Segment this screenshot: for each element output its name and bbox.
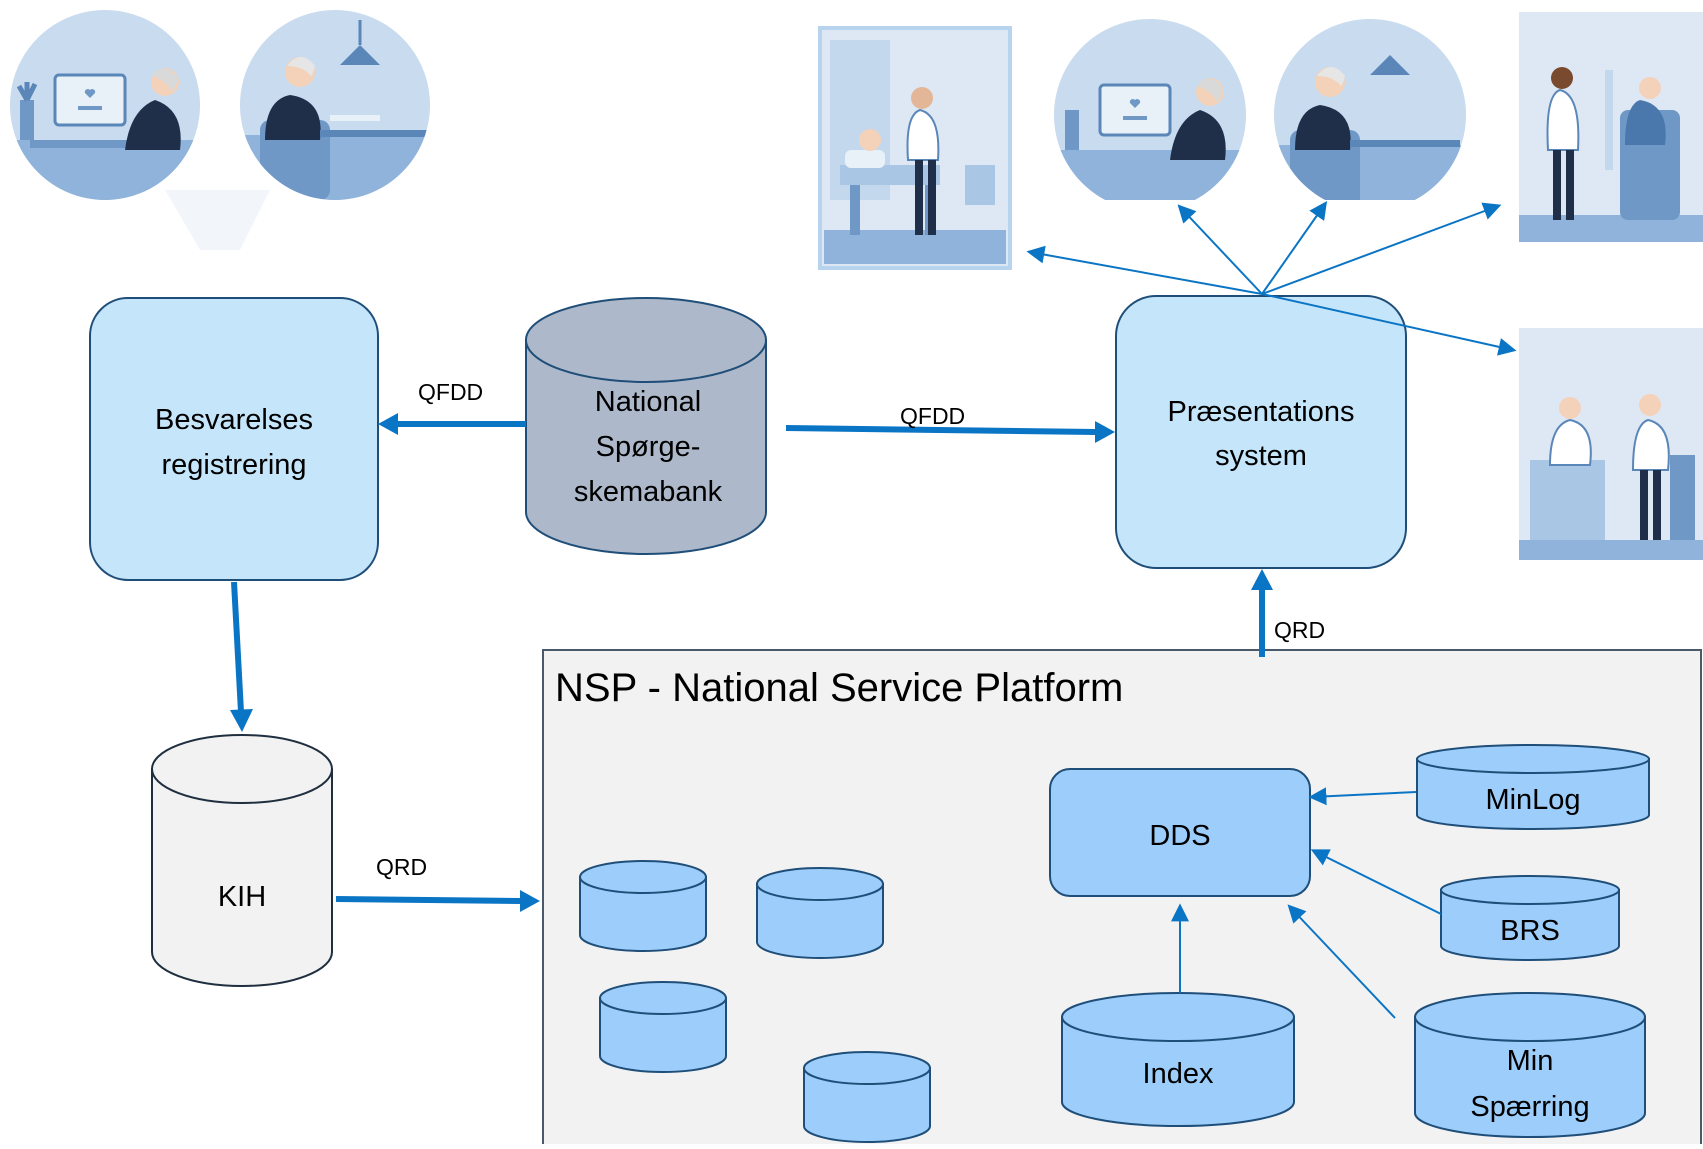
- nsp-storage-db-2: [756, 867, 884, 959]
- arrow-national-to-praesentation: [785, 421, 1115, 443]
- minlog-db[interactable]: MinLog: [1416, 744, 1650, 830]
- label-qrd-kih: QRD: [376, 854, 427, 880]
- dds-input-arrows: [1171, 787, 1442, 1019]
- arrow-besvarelse-to-kih: [230, 581, 253, 732]
- patient-writing-icon: [240, 10, 430, 200]
- national-label-1: National: [595, 386, 701, 418]
- doctor-with-patient-icon: [1519, 12, 1703, 242]
- patient-writing-icon-2: [1270, 19, 1470, 220]
- fanout-arrows: [1026, 201, 1517, 356]
- brs-db[interactable]: BRS: [1440, 875, 1620, 961]
- nsp-storage-db-4: [803, 1051, 931, 1143]
- min-spaerring-label-2: Spærring: [1470, 1091, 1589, 1123]
- national-label-2: Spørge-: [596, 431, 701, 463]
- arrow-national-to-besvarelse: [378, 413, 526, 435]
- doctor-consultation-icon: [1519, 328, 1703, 560]
- nurse-bedside-icon: [818, 26, 1012, 270]
- besvarelse-label-2: registrering: [161, 449, 306, 481]
- national-spoergeskemabank-db[interactable]: National Spørge- skemabank: [525, 297, 767, 555]
- praesentation-box[interactable]: Præsentations system: [1115, 295, 1407, 569]
- minlog-label: MinLog: [1485, 784, 1580, 816]
- nsp-storage-db-1: [579, 860, 707, 952]
- beam-decoration: [165, 190, 270, 250]
- patient-at-computer-icon-2: [1050, 19, 1250, 220]
- label-qfdd-left: QFDD: [418, 379, 483, 405]
- min-spaerring-label-1: Min: [1507, 1045, 1554, 1077]
- kih-label: KIH: [218, 881, 266, 913]
- min-spaerring-db[interactable]: Min Spærring: [1414, 992, 1646, 1138]
- dds-label: DDS: [1149, 820, 1210, 852]
- praesentation-label-2: system: [1215, 440, 1307, 472]
- besvarelse-label-1: Besvarelses: [155, 404, 313, 436]
- arrow-kih-to-nsp: [335, 890, 540, 912]
- label-qfdd-right: QFDD: [900, 403, 965, 429]
- patient-at-computer-icon: [10, 10, 200, 200]
- nsp-title: NSP - National Service Platform: [555, 666, 1123, 710]
- praesentation-label-1: Præsentations: [1168, 396, 1355, 428]
- arrow-nsp-to-praesentation: [1251, 569, 1273, 657]
- index-db[interactable]: Index: [1061, 992, 1295, 1127]
- label-qrd-nsp: QRD: [1274, 617, 1325, 643]
- nsp-storage-db-3: [599, 981, 727, 1073]
- besvarelse-box[interactable]: Besvarelses registrering: [89, 297, 379, 581]
- kih-db[interactable]: KIH: [151, 734, 333, 987]
- national-label-3: skemabank: [574, 476, 723, 508]
- index-label: Index: [1143, 1058, 1214, 1090]
- brs-label: BRS: [1500, 915, 1560, 947]
- dds-box[interactable]: DDS: [1049, 768, 1311, 897]
